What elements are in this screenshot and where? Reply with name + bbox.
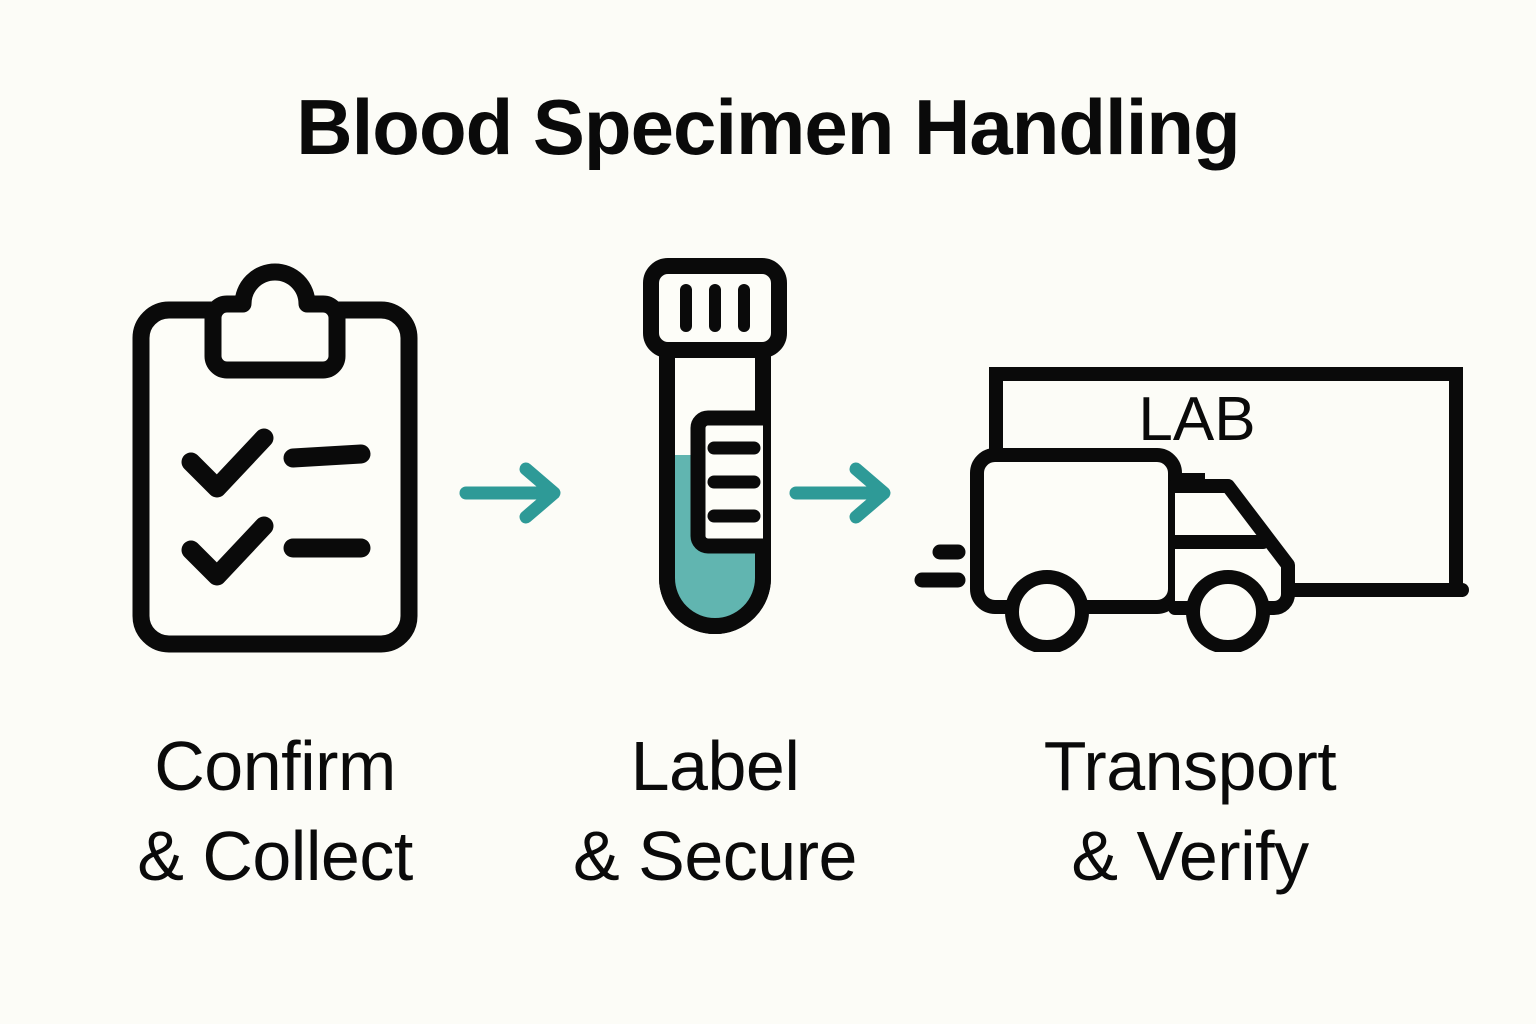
page-title: Blood Specimen Handling [296,83,1240,171]
arrow-right-icon [459,462,561,524]
step-2-label-line-1: Label [630,727,800,805]
step-3-label-line-1: Transport [1043,727,1337,805]
clipboard-checklist-icon [132,263,418,653]
delivery-truck-icon [914,448,1295,652]
arrow-right-icon [789,462,891,524]
connector-arrow-2 [788,455,898,536]
delivery-truck-lab-icon: LAB [914,367,1469,652]
step-1-icon-area [60,250,490,690]
connector-arrow-1 [458,455,568,536]
step-2-label-line-2: & Secure [573,816,857,895]
step-3-icon-area: LAB [914,250,1469,690]
step-1-label: Confirm & Collect [60,722,490,901]
step-label-secure: Label & Secure [500,250,930,950]
lab-sign-text: LAB [1138,385,1255,454]
step-confirm-collect: Confirm & Collect [60,250,490,950]
step-transport-verify: LAB [914,250,1469,950]
steps-row: Confirm & Collect [0,250,1536,950]
blood-test-tube-icon [643,258,787,634]
step-3-label: Transport & Verify [975,722,1405,901]
step-1-label-line-1: Confirm [154,727,396,805]
step-2-label: Label & Secure [500,722,930,901]
step-2-icon-area [500,250,930,690]
step-3-label-line-2: & Verify [1071,816,1309,895]
step-1-label-line-2: & Collect [137,816,413,895]
